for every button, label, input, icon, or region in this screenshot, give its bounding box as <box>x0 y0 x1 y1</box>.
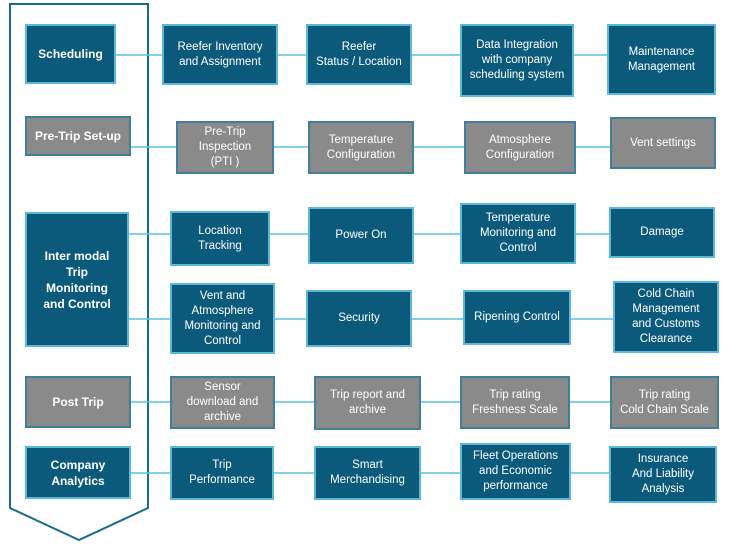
process-box-r5-c4: Trip rating Cold Chain Scale <box>610 376 719 429</box>
process-box-r5-c2: Trip report and archive <box>314 376 421 430</box>
process-box-r3-c4: Damage <box>609 207 715 258</box>
process-box-r4-c4: Cold Chain Management and Customs Cleara… <box>613 281 719 353</box>
category-box-3: Inter modal Trip Monitoring and Control <box>25 212 129 347</box>
process-box-r3-c1: Location Tracking <box>170 211 270 266</box>
category-box-1: Scheduling <box>25 24 116 84</box>
process-box-r4-c3: Ripening Control <box>463 290 571 345</box>
process-box-r3-c3: Temperature Monitoring and Control <box>460 203 576 264</box>
category-box-4: Post Trip <box>25 376 131 428</box>
category-box-2: Pre-Trip Set-up <box>25 116 131 156</box>
process-box-r2-c3: Atmosphere Configuration <box>464 121 576 174</box>
process-box-r6-c3: Fleet Operations and Economic performanc… <box>460 443 571 500</box>
category-column-outline <box>9 3 149 542</box>
process-box-r4-c2: Security <box>306 290 412 347</box>
process-box-r6-c4: Insurance And Liability Analysis <box>609 446 717 503</box>
process-box-r5-c3: Trip rating Freshness Scale <box>460 376 570 429</box>
process-box-r3-c2: Power On <box>308 207 414 264</box>
process-box-r1-c2: Reefer Status / Location <box>306 24 412 85</box>
process-box-r1-c4: Maintenance Management <box>607 24 716 95</box>
process-box-r4-c1: Vent and Atmosphere Monitoring and Contr… <box>170 283 275 354</box>
process-box-r1-c3: Data Integration with company scheduling… <box>460 24 574 97</box>
process-box-r2-c1: Pre-Trip Inspection (PTI ) <box>176 121 274 174</box>
process-box-r2-c4: Vent settings <box>610 117 716 169</box>
process-box-r6-c1: Trip Performance <box>170 446 274 500</box>
category-box-5: Company Analytics <box>25 446 131 499</box>
process-box-r5-c1: Sensor download and archive <box>170 376 275 429</box>
process-box-r2-c2: Temperature Configuration <box>308 121 414 174</box>
process-box-r6-c2: Smart Merchandising <box>314 446 421 500</box>
process-box-r1-c1: Reefer Inventory and Assignment <box>162 24 278 85</box>
